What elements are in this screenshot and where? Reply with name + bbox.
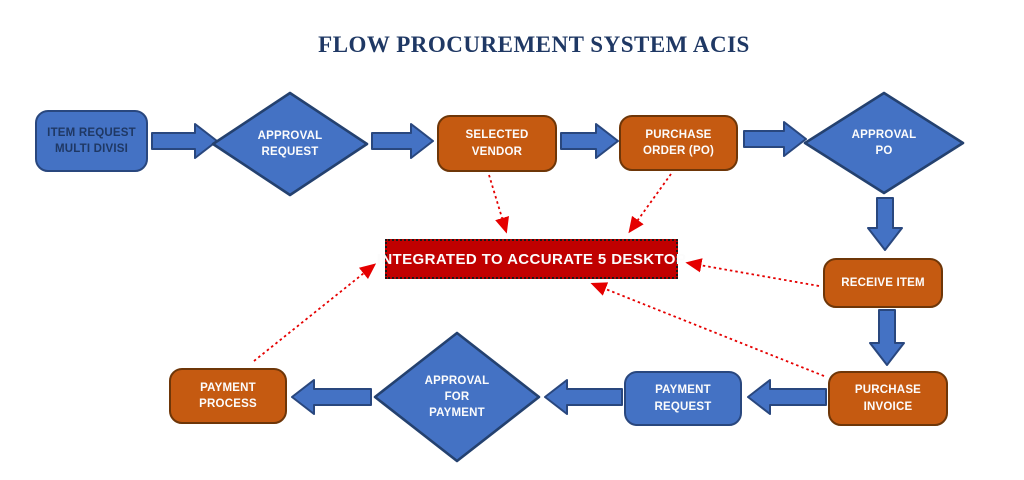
node-approval-request: APPROVAL REQUEST — [211, 91, 369, 197]
approval-for-payment-diamond-shape — [373, 331, 541, 463]
node-approval-request-label: APPROVAL REQUEST — [257, 129, 323, 158]
node-selected-vendor-label: SELECTED VENDOR — [465, 129, 529, 158]
integration-link-receive-item — [685, 258, 820, 287]
approval-po-diamond-shape — [803, 91, 965, 195]
integration-link-purchase-invoice — [590, 282, 825, 377]
node-purchase-invoice-label: PURCHASE INVOICE — [854, 384, 922, 413]
node-approval-for-payment-label: APPROVAL FOR PAYMENT — [424, 374, 490, 420]
node-item-request-label: ITEM REQUEST MULTI DIVISI — [47, 126, 136, 155]
node-payment-process-label: PAYMENT PROCESS — [199, 381, 257, 410]
node-purchase-order: PURCHASE ORDER (PO) — [619, 115, 738, 171]
node-purchase-order-label: PURCHASE ORDER (PO) — [643, 128, 714, 157]
node-integration-label: INTEGRATED TO ACCURATE 5 DESKTOP — [376, 250, 687, 268]
diagram-title: FLOW PROCUREMENT SYSTEM ACIS — [318, 32, 750, 57]
node-integration-accurate: INTEGRATED TO ACCURATE 5 DESKTOP — [377, 239, 686, 279]
integration-link-selected-vendor — [488, 174, 509, 234]
node-selected-vendor: SELECTED VENDOR — [437, 115, 557, 172]
flow-arrow-item-to-approval-request — [151, 123, 218, 159]
node-payment-process: PAYMENT PROCESS — [169, 368, 287, 424]
flow-arrow-approval-to-payment-process — [291, 379, 372, 415]
flow-arrow-receive-to-invoice — [869, 309, 905, 366]
node-approval-po-label: APPROVAL PO — [851, 128, 917, 157]
node-receive-item-label: RECEIVE ITEM — [841, 276, 925, 289]
node-purchase-invoice: PURCHASE INVOICE — [828, 371, 948, 426]
flow-arrow-payment-request-to-approval — [544, 379, 623, 415]
flow-arrow-approval-po-to-receive — [867, 197, 903, 251]
node-item-request-multi-divisi: ITEM REQUEST MULTI DIVISI — [35, 110, 148, 172]
approval-request-diamond-shape — [211, 91, 369, 197]
node-approval-for-payment: APPROVAL FOR PAYMENT — [373, 331, 541, 463]
integration-link-payment-process — [253, 263, 377, 362]
node-payment-request: PAYMENT REQUEST — [624, 371, 742, 426]
flow-arrow-po-to-approval-po — [743, 121, 807, 157]
node-payment-request-label: PAYMENT REQUEST — [654, 384, 712, 413]
node-receive-item: RECEIVE ITEM — [823, 258, 943, 308]
node-approval-po: APPROVAL PO — [803, 91, 965, 195]
flow-arrow-vendor-to-po — [560, 123, 619, 159]
flow-arrow-invoice-to-payment-request — [747, 379, 827, 415]
integration-link-purchase-order — [628, 173, 672, 234]
flow-arrow-approval-request-to-vendor — [371, 123, 434, 159]
